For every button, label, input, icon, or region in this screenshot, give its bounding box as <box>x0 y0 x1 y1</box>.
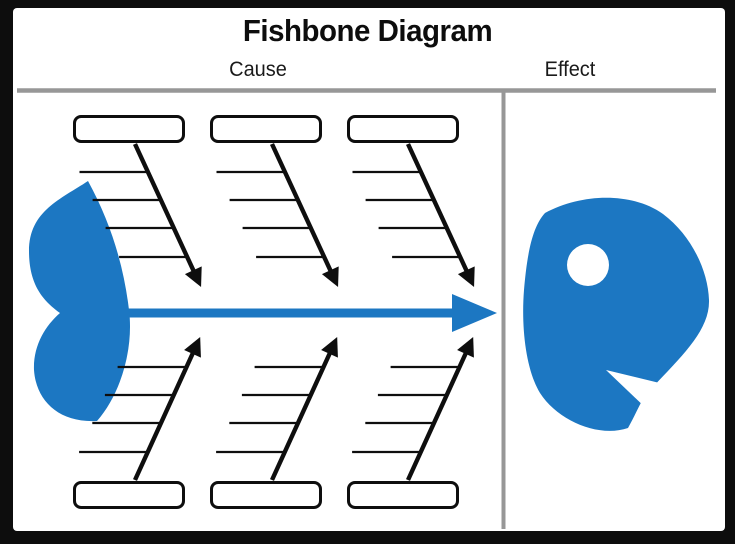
bottom-bones <box>132 337 474 481</box>
cause-box-top-1[interactable] <box>73 115 185 143</box>
cause-box-top-3[interactable] <box>347 115 459 143</box>
fish-eye <box>567 244 609 286</box>
fish-head-group <box>523 197 710 431</box>
cause-box-bottom-3[interactable] <box>347 481 459 509</box>
effect-section-label: Effect <box>544 58 596 81</box>
bone-arrow-top-3 <box>406 143 475 288</box>
cause-box-top-2[interactable] <box>210 115 322 143</box>
bone-arrow-top-2 <box>270 143 339 288</box>
fish-tail <box>29 181 131 422</box>
bone-arrow-bottom-2 <box>269 337 338 481</box>
top-bones <box>133 143 475 288</box>
fish-head <box>523 197 710 431</box>
top-sub-cause-lines <box>79 170 462 259</box>
cause-box-bottom-1[interactable] <box>73 481 185 509</box>
cause-box-bottom-2[interactable] <box>210 481 322 509</box>
bone-arrow-bottom-1 <box>132 337 201 481</box>
cause-section-label: Cause <box>229 58 287 81</box>
fish-spine-arrowhead <box>452 294 497 332</box>
page-title: Fishbone Diagram <box>242 13 493 48</box>
bone-arrow-bottom-3 <box>405 337 474 481</box>
bottom-sub-cause-lines <box>79 365 460 454</box>
fish-mouth <box>606 370 672 412</box>
bone-arrow-top-1 <box>133 143 202 288</box>
